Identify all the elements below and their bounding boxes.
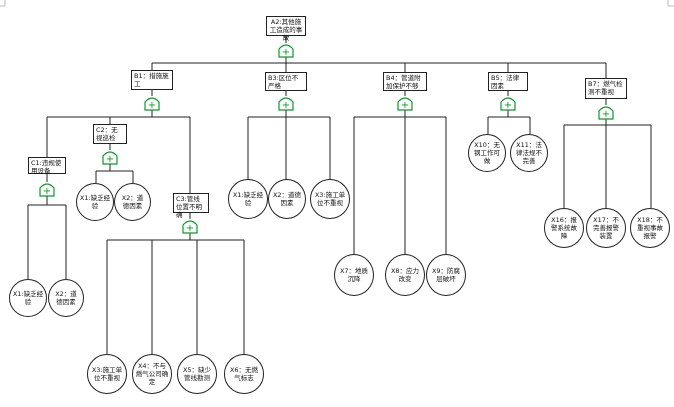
- or-gate-b5: +: [500, 97, 516, 111]
- basic-event-label: X3:施工单位不重视: [314, 191, 346, 207]
- top-event-a2: A2:其他施工造成的事故: [266, 16, 306, 42]
- event-c3: C3:管线位置不明确: [173, 193, 209, 219]
- basic-event: X7：地质沉降: [334, 254, 374, 296]
- basic-event: X1:缺乏经验: [9, 279, 47, 317]
- basic-event: X4：不与燃气公司确定: [132, 354, 172, 394]
- basic-event-label: X11：法律法规不完善: [516, 141, 542, 165]
- basic-event-label: X10：无钢工作可做: [474, 141, 500, 165]
- basic-event: X9：防腐层破坏: [426, 254, 466, 296]
- basic-event-label: X4：不与燃气公司确定: [135, 362, 169, 386]
- basic-event-label: X2：道德因素: [121, 194, 144, 210]
- gate-symbol: +: [43, 186, 51, 197]
- event-c3-label: C3:管线位置不明确: [176, 195, 202, 219]
- basic-event-label: X17：不完善报警装置: [593, 216, 619, 240]
- event-b1-label: B1：措施施工: [134, 72, 169, 88]
- basic-event-label: X3:施工单位不重视: [91, 366, 123, 382]
- gate-symbol: +: [282, 100, 290, 111]
- basic-event: X2：道德因素: [114, 183, 151, 221]
- event-b4: B4：管道附加保护不够: [383, 72, 427, 91]
- basic-event: X17：不完善报警装置: [586, 208, 626, 248]
- basic-event-label: X16：报警系统故障: [551, 216, 577, 240]
- basic-event-label: X2：道德因素: [272, 191, 302, 207]
- basic-event-label: X9：防腐层破坏: [431, 267, 461, 283]
- event-b4-label: B4：管道附加保护不够: [386, 74, 421, 90]
- event-b7-label: B7：燃气检测不重视: [588, 80, 623, 96]
- basic-event-label: X1:缺乏经验: [232, 191, 264, 207]
- gate-symbol: +: [282, 47, 290, 58]
- basic-event-label: X1:缺乏经验: [12, 290, 44, 306]
- basic-event-label: X1:缺乏经验: [79, 194, 111, 210]
- basic-event: X2：道德因素: [268, 179, 306, 219]
- or-gate-c2: +: [102, 151, 118, 165]
- event-b5: B5：法律因素: [488, 72, 528, 91]
- gate-symbol: +: [401, 100, 409, 111]
- gate-symbol: +: [106, 154, 114, 165]
- or-gate-b1: +: [144, 97, 160, 111]
- basic-event-label: X6：无燃气标志: [229, 366, 259, 382]
- basic-event: X2：道德因素: [48, 279, 84, 317]
- basic-event: X6：无燃气标志: [224, 354, 264, 394]
- basic-event: X3:施工单位不重视: [87, 354, 127, 394]
- or-gate-c3: +: [182, 220, 198, 234]
- event-b3-label: B3:区位不严格: [268, 74, 299, 90]
- basic-event: X11：法律法规不完善: [510, 134, 548, 172]
- event-c1: C1:违规使用设备: [28, 157, 66, 175]
- basic-event-label: X2：道德因素: [55, 290, 77, 306]
- gate-symbol: +: [186, 223, 194, 234]
- event-c2: C2：无视巡检: [93, 124, 127, 144]
- basic-event-label: X5：缺少管线勘测: [182, 366, 212, 382]
- or-gate-top: +: [278, 44, 294, 58]
- basic-event-label: X18：不重视事故报警: [637, 216, 663, 240]
- event-b1: B1：措施施工: [131, 70, 173, 90]
- gate-symbol: +: [148, 100, 156, 111]
- basic-event: X1:缺乏经验: [76, 183, 114, 221]
- or-gate-c1: +: [39, 183, 55, 197]
- basic-event: X18：不重视事故报警: [630, 208, 670, 248]
- or-gate-b7: +: [598, 106, 614, 120]
- basic-event: X1:缺乏经验: [228, 179, 268, 219]
- basic-event-label: X8：应力改变: [390, 267, 420, 283]
- basic-event: X8：应力改变: [385, 254, 425, 296]
- event-c2-label: C2：无视巡检: [96, 126, 118, 142]
- basic-event: X5：缺少管线勘测: [177, 354, 217, 394]
- basic-event-label: X7：地质沉降: [339, 267, 369, 283]
- gate-symbol: +: [602, 109, 610, 120]
- event-b3: B3:区位不严格: [265, 72, 307, 91]
- basic-event: X16：报警系统故障: [544, 208, 584, 248]
- event-c1-label: C1:违规使用设备: [31, 159, 62, 175]
- or-gate-b4: +: [397, 97, 413, 111]
- basic-event: X10：无钢工作可做: [468, 134, 506, 172]
- event-b7: B7：燃气检测不重视: [585, 78, 627, 99]
- event-b5-label: B5：法律因素: [491, 74, 520, 90]
- basic-event: X3:施工单位不重视: [310, 179, 350, 219]
- or-gate-b3: +: [278, 97, 294, 111]
- gate-symbol: +: [504, 100, 512, 111]
- top-event-label: A2:其他施工造成的事故: [269, 18, 303, 42]
